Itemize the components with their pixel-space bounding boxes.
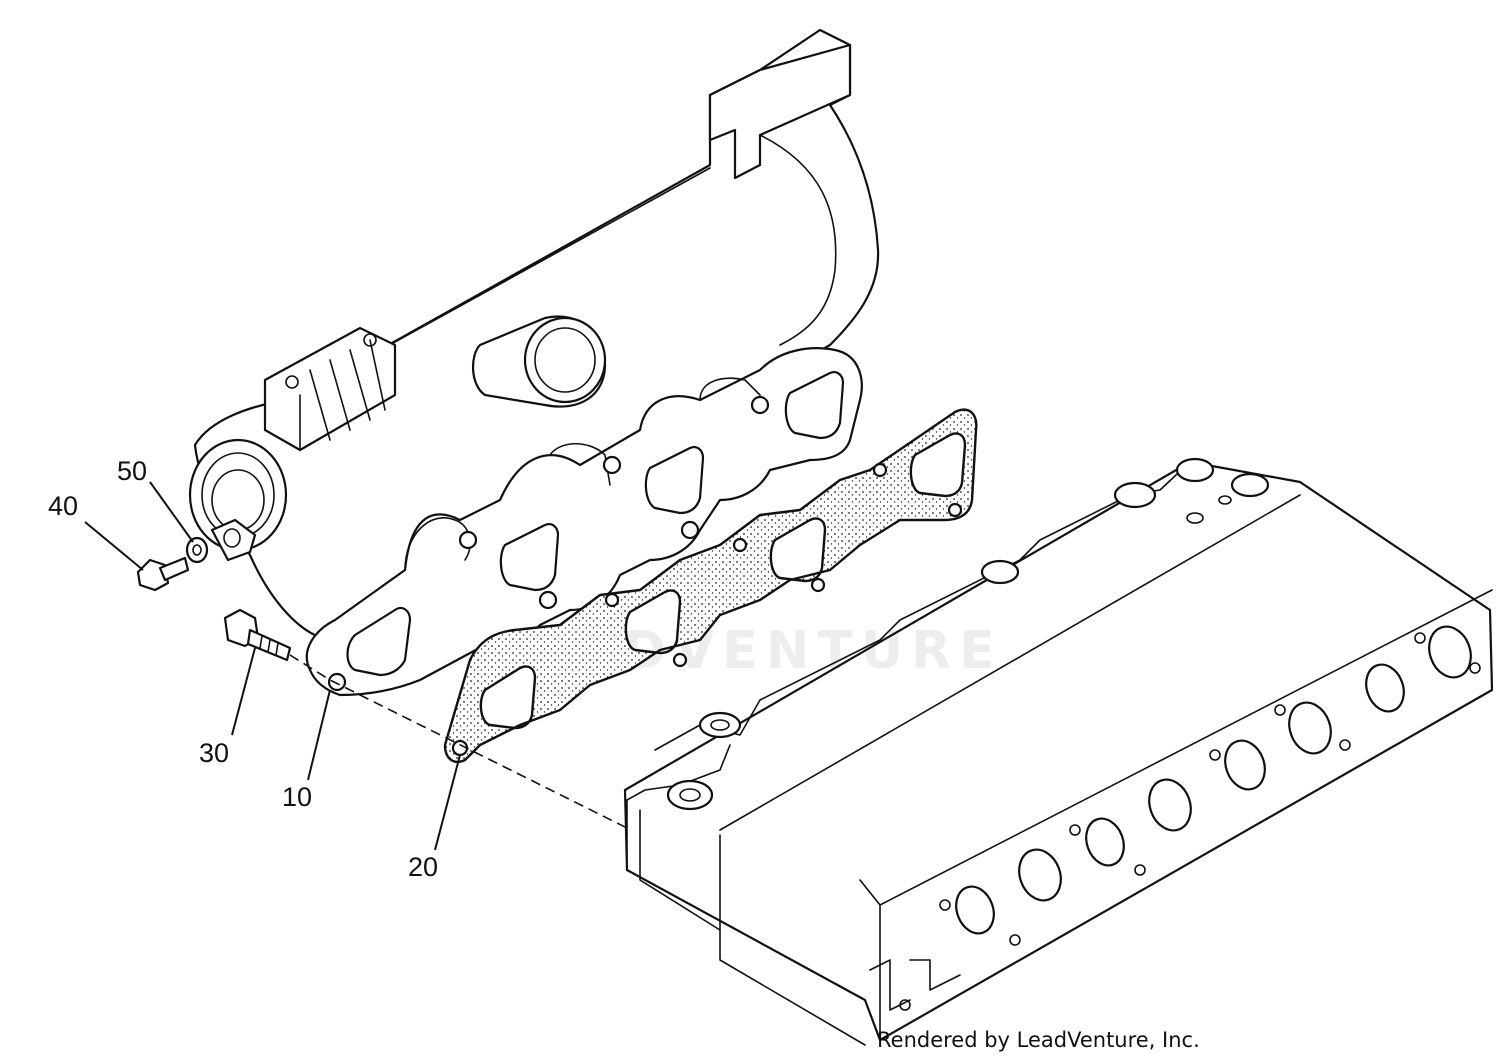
callout-40: 40 <box>48 491 144 571</box>
callout-30: 30 <box>199 647 256 768</box>
callout-20-label: 20 <box>408 852 438 882</box>
callout-50: 50 <box>117 456 194 543</box>
bolt-40 <box>136 556 190 592</box>
callout-10: 10 <box>282 689 331 812</box>
callout-50-label: 50 <box>117 456 147 486</box>
callout-40-label: 40 <box>48 491 78 521</box>
callout-30-label: 30 <box>199 738 229 768</box>
manifold-gasket <box>443 408 978 764</box>
callout-10-label: 10 <box>282 782 312 812</box>
exhaust-manifold <box>188 28 880 697</box>
washer-50 <box>185 536 209 564</box>
render-credit: Rendered by LeadVenture, Inc. <box>877 1028 1200 1052</box>
spacer <box>210 518 257 562</box>
bolt-30 <box>223 608 292 662</box>
cylinder-head <box>623 457 1494 1046</box>
callout-20: 20 <box>408 754 461 882</box>
